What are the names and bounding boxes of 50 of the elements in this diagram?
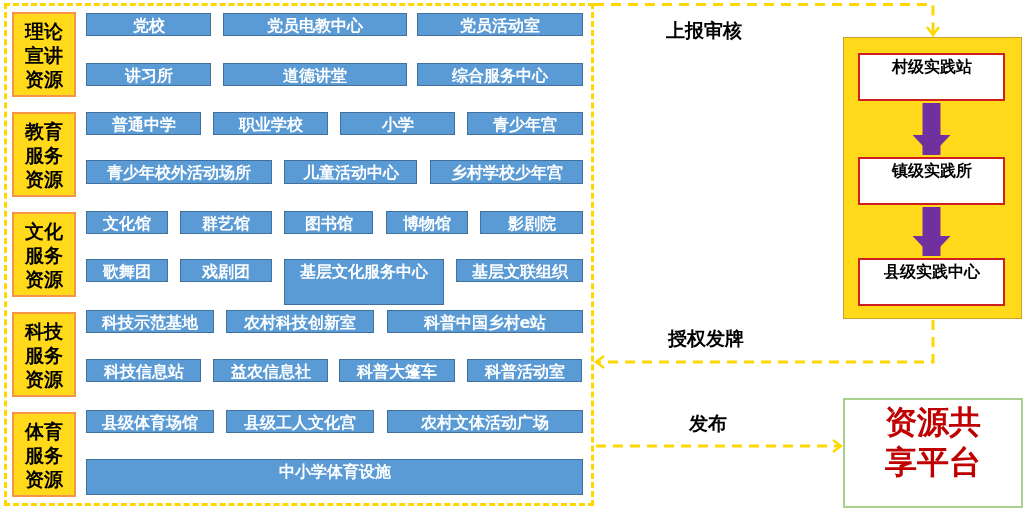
resource-box: 益农信息社 (213, 359, 328, 382)
resource-box: 科技信息站 (86, 359, 201, 382)
platform-box: 资源共享平台 (843, 398, 1023, 508)
resource-box: 群艺馆 (180, 211, 272, 234)
resource-box: 博物馆 (386, 211, 468, 234)
resource-box: 青少年宫 (467, 112, 583, 135)
block-arrow (912, 103, 951, 155)
resource-box: 党员电教中心 (223, 13, 407, 36)
resource-box: 科普大篷车 (339, 359, 455, 382)
resource-box: 影剧院 (480, 211, 583, 234)
process-panel (843, 37, 1022, 319)
resource-box: 乡村学校少年宫 (430, 160, 583, 184)
block-arrow (912, 207, 951, 256)
process-box: 县级实践中心 (858, 258, 1005, 306)
resource-box: 县级体育场馆 (86, 410, 214, 433)
resource-box: 讲习所 (86, 63, 211, 86)
resource-box: 农村文体活动广场 (387, 410, 583, 433)
process-box: 村级实践站 (858, 53, 1005, 101)
resource-box: 基层文联组织 (456, 259, 583, 282)
resource-box: 普通中学 (86, 112, 201, 135)
resource-box: 科技示范基地 (86, 310, 214, 333)
resource-box: 小学 (340, 112, 455, 135)
resource-box: 党校 (86, 13, 211, 36)
dashed-arrow (596, 438, 843, 454)
resource-box: 道德讲堂 (223, 63, 407, 86)
category-box: 教育服务资源 (12, 112, 76, 197)
resource-box: 戏剧团 (180, 259, 272, 282)
resource-box: 图书馆 (284, 211, 373, 234)
resource-box: 科普活动室 (467, 359, 582, 382)
dashed-frame (4, 3, 594, 506)
process-box: 镇级实践所 (858, 157, 1005, 205)
resource-box: 党员活动室 (417, 13, 583, 36)
resource-box: 中小学体育设施 (86, 459, 583, 495)
category-box: 理论宣讲资源 (12, 12, 76, 97)
resource-box: 文化馆 (86, 211, 168, 234)
resource-box: 县级工人文化宫 (226, 410, 374, 433)
resource-box: 青少年校外活动场所 (86, 160, 272, 184)
resource-box: 基层文化服务中心 (284, 259, 444, 305)
category-box: 文化服务资源 (12, 212, 76, 297)
category-box: 科技服务资源 (12, 312, 76, 397)
edge-label: 上报审核 (664, 18, 744, 44)
category-box: 体育服务资源 (12, 412, 76, 497)
resource-box: 歌舞团 (86, 259, 168, 282)
dashed-arrow (594, 320, 935, 370)
resource-box: 综合服务中心 (417, 63, 583, 86)
resource-box: 科普中国乡村e站 (387, 310, 583, 333)
resource-box: 农村科技创新室 (226, 310, 374, 333)
resource-box: 职业学校 (213, 112, 328, 135)
resource-box: 儿童活动中心 (284, 160, 417, 184)
dashed-arrow (594, 3, 941, 37)
